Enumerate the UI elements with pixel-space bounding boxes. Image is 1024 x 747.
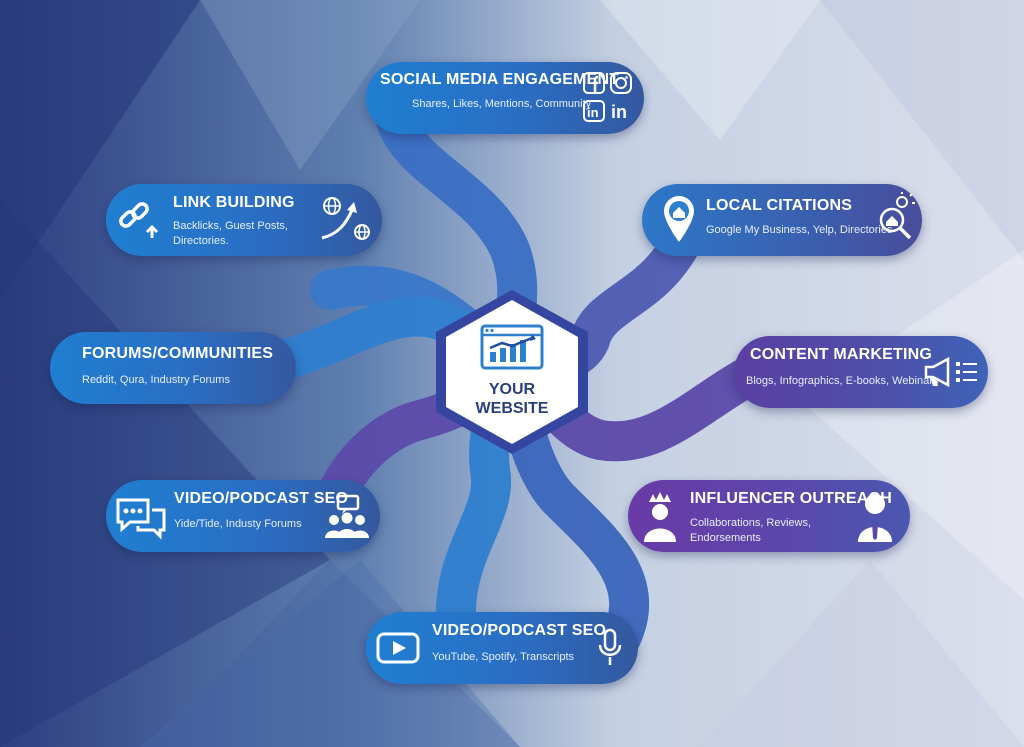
location-pin-icon — [664, 196, 694, 242]
center-title-line2: WEBSITE — [475, 400, 549, 417]
group-discussion-icon — [325, 494, 369, 538]
businessman-icon — [858, 494, 892, 542]
linkedin-icon: in — [583, 100, 605, 122]
microphone-icon — [598, 628, 622, 665]
node-subtitle: Shares, Likes, Mentions, Community — [412, 98, 592, 110]
node-video-podcast-bottom[interactable]: VIDEO/PODCAST SEO YouTube, Spotify, Tran… — [366, 612, 638, 684]
svg-text:in: in — [611, 102, 627, 122]
node-forums-communities[interactable]: FORUMS/COMMUNITIES Reddit, Qura, Industr… — [50, 332, 296, 404]
node-local-citations[interactable]: LOCAL CITATIONS Google My Business, Yelp… — [642, 184, 922, 256]
crowned-person-icon — [644, 492, 676, 542]
node-title: VIDEO/PODCAST SEO — [174, 490, 349, 507]
website-chart-icon — [480, 324, 544, 370]
node-subtitle-line2: Directories. — [173, 235, 229, 247]
node-subtitle: Blogs, Infographics, E-books, Webinars — [746, 375, 939, 387]
center-title-line1: YOUR — [488, 381, 536, 398]
svg-text:in: in — [587, 105, 599, 120]
megaphone-icon — [924, 356, 977, 388]
node-title: FORUMS/COMMUNITIES — [82, 345, 274, 362]
youtube-play-icon — [376, 632, 420, 664]
node-video-podcast-left[interactable]: VIDEO/PODCAST SEO Yide/Tide, Industy For… — [106, 480, 380, 552]
node-title: SOCIAL MEDIA ENGAGEMENT — [380, 71, 620, 88]
node-subtitle: Google My Business, Yelp, Directories — [706, 224, 893, 236]
chat-bubbles-icon — [116, 498, 166, 540]
node-social-media[interactable]: SOCIAL MEDIA ENGAGEMENT Shares, Likes, M… — [366, 62, 644, 134]
search-location-icon — [879, 192, 915, 240]
node-title: VIDEO/PODCAST SEO — [432, 622, 607, 639]
node-title: CONTENT MARKETING — [750, 346, 933, 363]
instagram-icon — [610, 72, 632, 94]
node-content-marketing[interactable]: CONTENT MARKETING Blogs, Infographics, E… — [734, 336, 988, 408]
linkedin-alt-icon: in — [611, 102, 627, 122]
node-title: LINK BUILDING — [173, 194, 295, 211]
node-influencer-outreach[interactable]: INFLUENCER OUTREACH Collaborations, Revi… — [628, 480, 910, 552]
node-subtitle: Reddit, Qura, Industry Forums — [82, 374, 230, 386]
node-title: INFLUENCER OUTREACH — [690, 490, 893, 507]
node-title: LOCAL CITATIONS — [706, 197, 853, 214]
link-icon — [119, 202, 159, 238]
node-subtitle: Yide/Tide, Industy Forums — [174, 518, 302, 530]
center-hexagon — [436, 290, 588, 454]
center-title: YOUR WEBSITE — [432, 380, 592, 418]
node-subtitle-line2: Endorsements — [690, 532, 761, 544]
facebook-icon — [583, 72, 605, 94]
node-subtitle-line1: Backlicks, Guest Posts, — [173, 220, 288, 232]
node-subtitle-line1: Collaborations, Reviews, — [690, 517, 812, 529]
growth-globe-icon — [321, 197, 370, 240]
node-subtitle: YouTube, Spotify, Transcripts — [432, 651, 575, 663]
node-link-building[interactable]: LINK BUILDING Backlicks, Guest Posts, Di… — [106, 184, 382, 256]
